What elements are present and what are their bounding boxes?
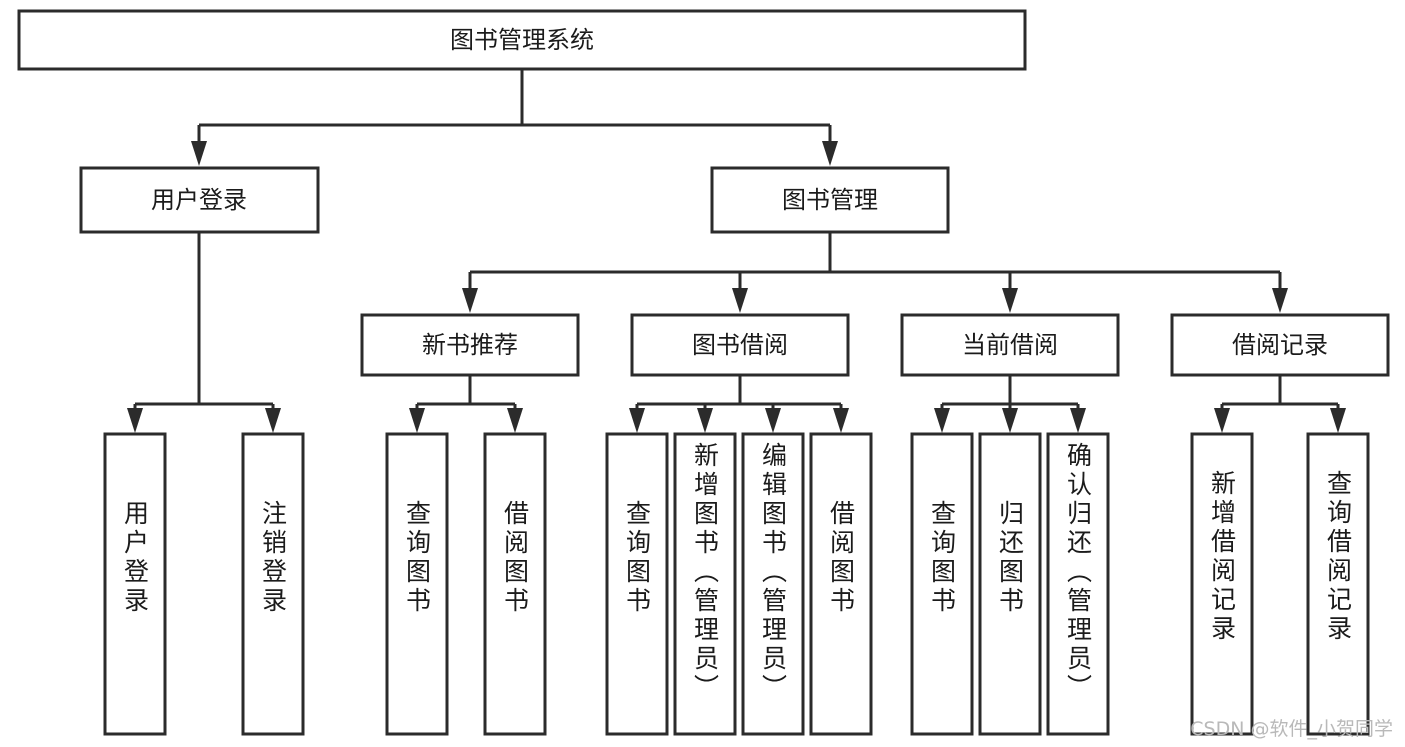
arrow-head-icon bbox=[732, 288, 748, 313]
node-root[interactable]: 图书管理系统 bbox=[17, 9, 1027, 71]
arrow-head-icon bbox=[1070, 408, 1086, 433]
arrow-head-icon bbox=[822, 141, 838, 166]
arrow-head-icon bbox=[127, 408, 143, 433]
arrow-head-icon bbox=[697, 408, 713, 433]
arrow-head-icon bbox=[1002, 408, 1018, 433]
leaf-box-book-borrow-2[interactable] bbox=[673, 432, 737, 736]
leaf-group-book-borrow bbox=[605, 432, 873, 736]
leaf-box-new-book-2[interactable] bbox=[483, 432, 547, 736]
node-borrow-record-label: 借阅记录 bbox=[1232, 331, 1328, 359]
edge-group-root bbox=[191, 69, 838, 166]
leaf-group-borrow-record bbox=[1190, 432, 1370, 736]
node-user-login-box[interactable] bbox=[79, 166, 320, 234]
edge-group-current-borrow bbox=[934, 375, 1086, 433]
leaf-group-new-book bbox=[385, 432, 547, 736]
arrow-head-icon bbox=[191, 141, 207, 166]
arrow-head-icon bbox=[833, 408, 849, 433]
leaf-group-user-login bbox=[103, 432, 305, 736]
node-root-box[interactable] bbox=[17, 9, 1027, 71]
arrow-head-icon bbox=[934, 408, 950, 433]
leaf-box-book-borrow-3[interactable] bbox=[741, 432, 805, 736]
arrow-head-icon bbox=[265, 408, 281, 433]
edge-group-book-borrow bbox=[629, 375, 849, 433]
node-book-borrow-box[interactable] bbox=[630, 313, 850, 377]
arrow-head-icon bbox=[765, 408, 781, 433]
node-current-borrow[interactable]: 当前借阅 bbox=[900, 313, 1120, 377]
arrow-head-icon bbox=[507, 408, 523, 433]
arrow-head-icon bbox=[1214, 408, 1230, 433]
leaf-group-current-borrow bbox=[910, 432, 1110, 736]
leaf-box-current-borrow-3[interactable] bbox=[1046, 432, 1110, 736]
leaf-box-current-borrow-1[interactable] bbox=[910, 432, 974, 736]
arrow-head-icon bbox=[1002, 288, 1018, 313]
arrow-head-icon bbox=[1330, 408, 1346, 433]
leaf-box-book-borrow-1[interactable] bbox=[605, 432, 669, 736]
leaf-box-borrow-record-1[interactable] bbox=[1190, 432, 1254, 736]
node-user-login-label: 用户登录 bbox=[151, 186, 247, 214]
node-borrow-record-box[interactable] bbox=[1170, 313, 1390, 377]
leaf-box-user-login-2[interactable] bbox=[241, 432, 305, 736]
node-book-manage-box[interactable] bbox=[710, 166, 950, 234]
edge-group-new-book bbox=[409, 375, 523, 433]
edge-group-user-login bbox=[127, 232, 281, 433]
node-new-book-label: 新书推荐 bbox=[422, 331, 518, 359]
arrow-head-icon bbox=[1272, 288, 1288, 313]
node-book-manage-label: 图书管理 bbox=[782, 186, 878, 214]
node-root-label: 图书管理系统 bbox=[450, 26, 594, 54]
node-new-book[interactable]: 新书推荐 bbox=[360, 313, 580, 377]
leaf-box-borrow-record-2[interactable] bbox=[1306, 432, 1370, 736]
node-current-borrow-label: 当前借阅 bbox=[962, 331, 1058, 359]
arrow-head-icon bbox=[409, 408, 425, 433]
leaf-box-current-borrow-2[interactable] bbox=[978, 432, 1042, 736]
node-borrow-record[interactable]: 借阅记录 bbox=[1170, 313, 1390, 377]
node-user-login[interactable]: 用户登录 bbox=[79, 166, 320, 234]
edge-group-book-manage bbox=[462, 232, 1288, 313]
node-new-book-box[interactable] bbox=[360, 313, 580, 377]
node-book-borrow-label: 图书借阅 bbox=[692, 331, 788, 359]
node-book-borrow[interactable]: 图书借阅 bbox=[630, 313, 850, 377]
edge-group-borrow-record bbox=[1214, 375, 1346, 433]
node-current-borrow-box[interactable] bbox=[900, 313, 1120, 377]
leaf-box-user-login-1[interactable] bbox=[103, 432, 167, 736]
node-book-manage[interactable]: 图书管理 bbox=[710, 166, 950, 234]
leaf-box-book-borrow-4[interactable] bbox=[809, 432, 873, 736]
arrow-head-icon bbox=[462, 288, 478, 313]
arrow-head-icon bbox=[629, 408, 645, 433]
leaf-box-new-book-1[interactable] bbox=[385, 432, 449, 736]
